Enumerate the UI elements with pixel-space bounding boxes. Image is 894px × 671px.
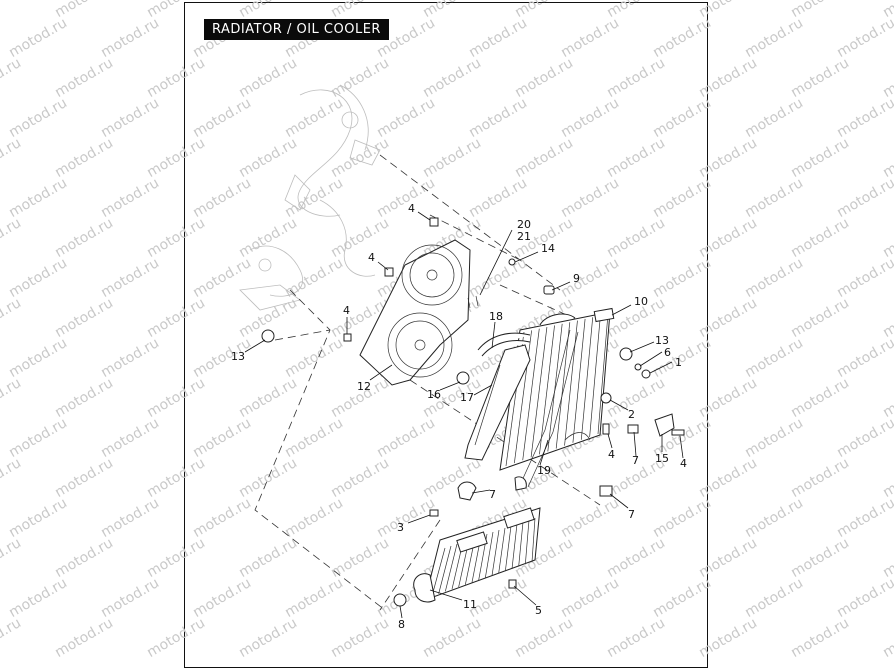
oil-cooler-fin [484, 531, 494, 578]
callout-12: 12 [357, 380, 371, 393]
lower-hose [519, 329, 591, 488]
radiator-fin [547, 323, 563, 452]
radiator-fin [530, 327, 548, 458]
callout-11: 11 [463, 598, 477, 611]
leader-lines [244, 211, 684, 619]
assembly-dashed-lines [254, 154, 601, 611]
radiator-fin [555, 322, 571, 449]
callout-13: 13 [655, 334, 669, 347]
fan-shroud [359, 239, 471, 386]
hardware-parts [261, 217, 685, 607]
callout-17: 17 [460, 391, 474, 404]
oil-cooler-fin [498, 527, 506, 574]
callout-10: 10 [634, 295, 648, 308]
radiator-fin [522, 328, 540, 461]
upper-hose [477, 332, 531, 357]
oil-cooler-fin [444, 543, 458, 592]
callout-9: 9 [573, 272, 580, 285]
oil-cooler-fin [431, 547, 446, 597]
callout-21: 21 [517, 230, 531, 243]
callout-3: 3 [397, 521, 404, 534]
callout-20: 20 [517, 218, 531, 231]
radiator-fin [572, 318, 586, 443]
callout-7: 7 [628, 508, 635, 521]
callout-14: 14 [541, 242, 555, 255]
callout-labels: 4 20 21 14 4 9 10 4 18 13 13 6 1 12 16 1… [231, 202, 687, 631]
callout-2: 2 [628, 408, 635, 421]
callout-4: 4 [408, 202, 415, 215]
callout-1: 1 [675, 356, 682, 369]
callout-19: 19 [537, 464, 551, 477]
ghost-frame-parts [239, 84, 381, 311]
oil-cooler [413, 507, 541, 603]
callout-16: 16 [427, 388, 441, 401]
radiator-fin [539, 325, 555, 455]
oil-cooler-fin [518, 521, 524, 567]
radiator-fin [514, 330, 532, 464]
radiator-fin [589, 315, 601, 437]
callout-6: 6 [664, 346, 671, 359]
radiator-fin [597, 313, 609, 435]
callout-4: 4 [608, 448, 615, 461]
callout-13: 13 [231, 350, 245, 363]
callout-4: 4 [680, 457, 687, 470]
oil-cooler-fin [531, 517, 536, 563]
callout-7: 7 [632, 454, 639, 467]
radiator-fin [580, 317, 594, 440]
callout-4: 4 [343, 304, 350, 317]
diagram-title: RADIATOR / OIL COOLER [204, 19, 389, 40]
oil-cooler-fin [491, 529, 500, 576]
callout-5: 5 [535, 604, 542, 617]
callout-7: 7 [489, 488, 496, 501]
callout-4: 4 [368, 251, 375, 264]
overflow-tank [464, 344, 531, 461]
oil-cooler-fin [504, 525, 512, 572]
oil-cooler-fin [524, 519, 530, 565]
oil-cooler-fin [438, 545, 452, 594]
callout-8: 8 [398, 618, 405, 631]
oil-cooler-fin [511, 523, 518, 569]
callout-15: 15 [655, 452, 669, 465]
callout-18: 18 [489, 310, 503, 323]
